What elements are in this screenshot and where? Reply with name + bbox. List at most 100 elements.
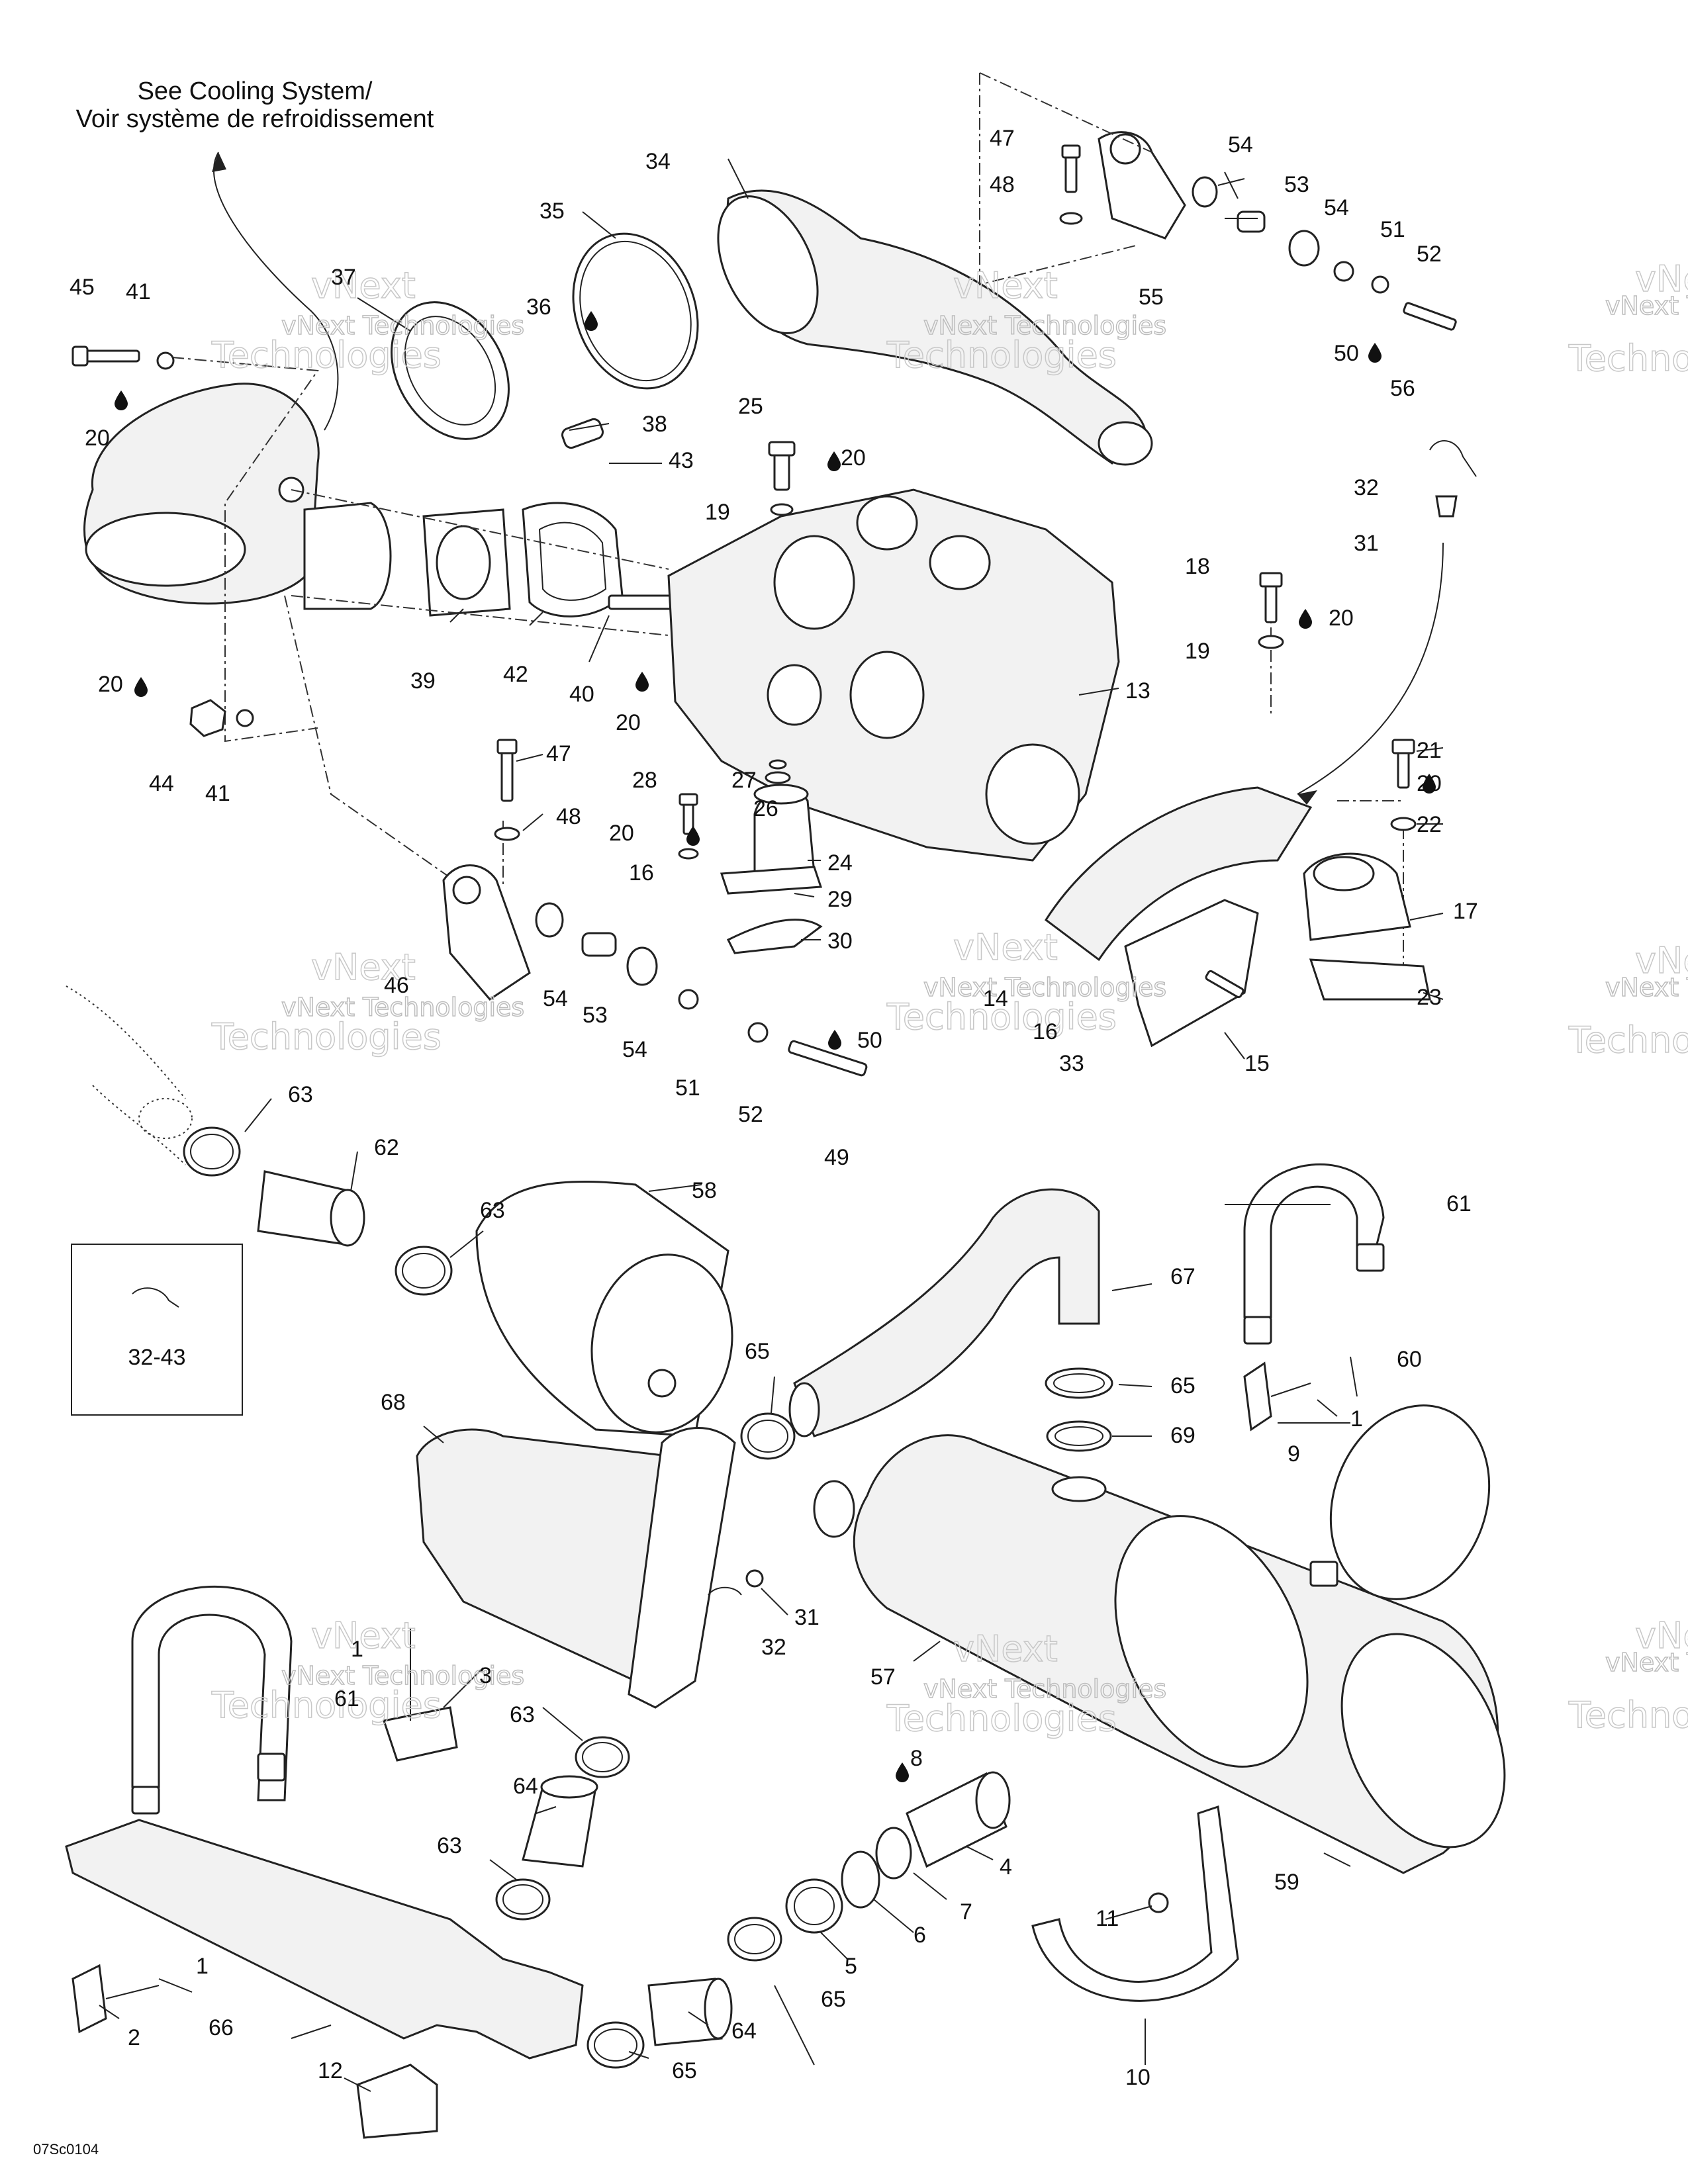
inset-box: 32-43 xyxy=(71,1244,243,1416)
grease-drop-icon xyxy=(1299,609,1312,629)
callout: 59 xyxy=(1274,1870,1299,1895)
grease-drop-icon xyxy=(635,672,649,692)
plate-23 xyxy=(1309,958,1431,1001)
strap-60 xyxy=(1309,1404,1491,1600)
svg-text:Technologies: Technologies xyxy=(886,334,1117,376)
watermark: vNext Technologies vNext Technologies xyxy=(1568,1614,1688,1737)
bolt-28 xyxy=(678,793,699,860)
bracket-3 xyxy=(383,1628,458,1762)
support-55 xyxy=(1098,131,1186,240)
callout: 54 xyxy=(1324,195,1349,220)
alignment-line xyxy=(979,73,1139,286)
clamp-65-c xyxy=(586,2021,645,2069)
callout: 20 xyxy=(98,672,123,697)
callout: 33 xyxy=(1059,1051,1084,1076)
o-ring-35 xyxy=(572,232,699,390)
support-46 xyxy=(442,864,531,1001)
sleeve-69 xyxy=(1046,1420,1112,1452)
callout: 50 xyxy=(1334,341,1359,366)
clip-32-31-bottom xyxy=(708,1569,764,1596)
svg-text:Technologies: Technologies xyxy=(886,996,1117,1038)
callout: 31 xyxy=(794,1605,820,1630)
bracket-9 xyxy=(1243,1361,1311,1432)
callout: 46 xyxy=(384,973,409,998)
svg-text:vNext: vNext xyxy=(953,1628,1058,1670)
callout: 69 xyxy=(1170,1423,1196,1448)
cooling-reference-arrow xyxy=(213,152,339,431)
screw-15 xyxy=(1205,970,1244,999)
exhaust-manifold xyxy=(83,383,320,605)
bolt-25 xyxy=(768,441,796,516)
callout: 20 xyxy=(609,821,634,846)
inset-label: 32-43 xyxy=(128,1345,186,1370)
bracket-10 xyxy=(1031,1805,1239,2002)
callout: 48 xyxy=(990,172,1015,197)
callout: 63 xyxy=(480,1198,505,1223)
clamp-65-d xyxy=(727,1917,782,1962)
routing-arrow xyxy=(1297,542,1444,795)
callout: 61 xyxy=(1446,1191,1472,1216)
svg-text:vNext Technologies: vNext Technologies xyxy=(1605,973,1688,1002)
watermark: vNext Technologies vNext Technologies xyxy=(211,946,525,1058)
svg-text:vNext: vNext xyxy=(953,265,1058,306)
engine-mount-17 xyxy=(1303,852,1411,941)
callout: 12 xyxy=(318,2058,343,2083)
svg-text:vNext: vNext xyxy=(311,1615,416,1657)
callout: 47 xyxy=(990,126,1015,151)
clamp-63-b xyxy=(395,1246,453,1296)
callout: 32 xyxy=(1354,475,1379,500)
shim-30 xyxy=(726,919,823,954)
callout: 20 xyxy=(616,710,641,735)
svg-text:Technologies: Technologies xyxy=(1568,1694,1688,1736)
svg-text:Technologies: Technologies xyxy=(211,1684,442,1726)
callout: 20 xyxy=(1417,771,1442,796)
callout: 3 xyxy=(479,1663,492,1688)
screw-11 xyxy=(1148,1892,1169,1913)
block-12 xyxy=(356,2064,438,2139)
arrow-head-icon xyxy=(1297,790,1317,805)
alignment-line xyxy=(284,595,464,887)
callout: 51 xyxy=(1380,217,1405,242)
callout: 15 xyxy=(1244,1051,1270,1076)
grease-drop-icon xyxy=(896,1762,909,1782)
grease-drop-icon xyxy=(115,390,128,410)
watermark: vNext Technologies vNext Technologies xyxy=(211,264,525,377)
callout: 65 xyxy=(1170,1373,1196,1398)
callout: 51 xyxy=(675,1075,700,1101)
clamp-65-a xyxy=(740,1412,796,1460)
watermark: vNext Technologies vNext Technologies xyxy=(1568,257,1688,380)
hose-67 xyxy=(788,1188,1100,1437)
engine-mount-24 xyxy=(753,784,816,882)
callout: 22 xyxy=(1417,812,1442,837)
alignment-line xyxy=(291,595,669,636)
callout: 24 xyxy=(827,850,853,876)
callout: 63 xyxy=(510,1702,535,1727)
callout: 25 xyxy=(738,394,763,419)
grease-drop-icon xyxy=(827,451,841,471)
figure-code: 07Sc0104 xyxy=(33,2141,99,2158)
callout: 37 xyxy=(331,265,356,290)
watermark: vNext Technologies vNext Technologies xyxy=(1568,939,1688,1062)
callout: 61 xyxy=(334,1686,359,1711)
exhaust-seal-42 xyxy=(522,502,624,617)
callout: 49 xyxy=(824,1145,849,1170)
callout: 1 xyxy=(1350,1406,1363,1432)
svg-text:vNext Technologies: vNext Technologies xyxy=(281,311,524,340)
callout: 38 xyxy=(642,412,667,437)
plate-29 xyxy=(720,866,823,895)
svg-text:vNext: vNext xyxy=(1635,1615,1688,1657)
bolt-45 xyxy=(71,345,175,370)
grease-drop-icon xyxy=(134,677,148,697)
callouts: 1 1 1 2 3 4 5 6 7 8 9 10 11 12 13 14 15 … xyxy=(70,126,1478,2090)
callout: 53 xyxy=(1284,172,1309,197)
callout: 54 xyxy=(622,1037,647,1062)
callout: 28 xyxy=(632,768,657,793)
svg-text:vNext: vNext xyxy=(1635,258,1688,300)
clip-32-31 xyxy=(1429,440,1477,518)
callout: 19 xyxy=(705,500,730,525)
svg-text:vNext Technologies: vNext Technologies xyxy=(923,1674,1166,1704)
callout: 45 xyxy=(70,275,95,300)
callout: 2 xyxy=(128,2025,140,2050)
callout: 63 xyxy=(288,1082,313,1107)
